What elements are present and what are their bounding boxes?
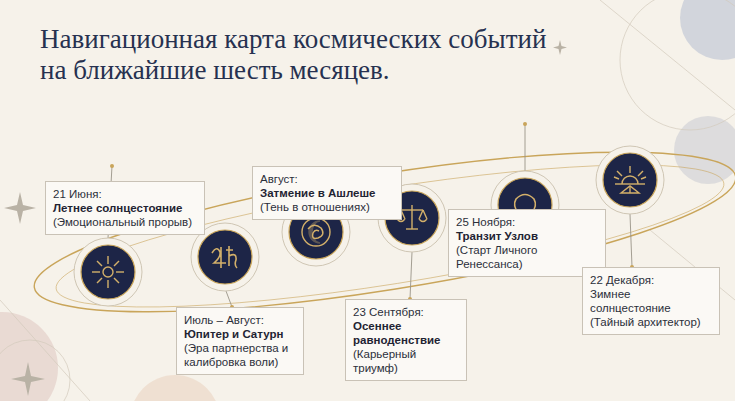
- event-date: 23 Сентября:: [353, 305, 459, 319]
- deco-circle: [130, 375, 220, 401]
- event-callout: Август:Затмение в Ашлеше(Тень в отношени…: [252, 166, 402, 220]
- deco-circle: [680, 0, 735, 60]
- event-callout: Июль – Август:Юпитер и Сатурн(Эра партне…: [176, 307, 304, 375]
- event-name: Юпитер и Сатурн: [184, 327, 296, 341]
- compass-star: [4, 40, 667, 396]
- deco-circle: [674, 116, 735, 184]
- event-name: Транзит Узлов: [456, 229, 598, 243]
- event-callout: 22 Декабря:Зимнее солнцестояние(Тайный а…: [582, 267, 720, 335]
- event-callout: 21 Июня:Летнее солнцестояние(Эмоциональн…: [45, 181, 205, 235]
- eclipse-symbol: [302, 218, 330, 246]
- event-name: Зимнее солнцестояние: [590, 287, 712, 315]
- sunrise-symbol: [614, 166, 646, 193]
- event-name: Летнее солнцестояние: [53, 201, 197, 215]
- jupiter-saturn-symbol: [212, 246, 237, 268]
- page-title: Навигационная карта космических событий …: [40, 24, 570, 86]
- event-note: (Эмоциональный прорыв): [53, 215, 197, 229]
- orbit: [25, 119, 735, 345]
- event-date: 21 Июня:: [53, 187, 197, 201]
- event-name: Затмение в Ашлеше: [260, 186, 394, 200]
- event-note: (Тайный архитектор): [590, 315, 712, 329]
- sun-symbol: [92, 256, 124, 288]
- event-note: (Карьерный триумф): [353, 347, 459, 375]
- event-name: Осеннее равноденствие: [353, 319, 459, 347]
- event-date: 25 Ноября:: [456, 215, 598, 229]
- event-callout: 23 Сентября:Осеннее равноденствие(Карьер…: [345, 299, 467, 381]
- event-date: Август:: [260, 172, 394, 186]
- event-note: (Эра партнерства и калибровка воли): [184, 341, 296, 369]
- deco-circle: [0, 312, 58, 401]
- event-date: 22 Декабря:: [590, 273, 712, 287]
- event-note: (Старт Личного Ренессанса): [456, 243, 598, 271]
- event-date: Июль – Август:: [184, 313, 296, 327]
- event-note: (Тень в отношениях): [260, 200, 394, 214]
